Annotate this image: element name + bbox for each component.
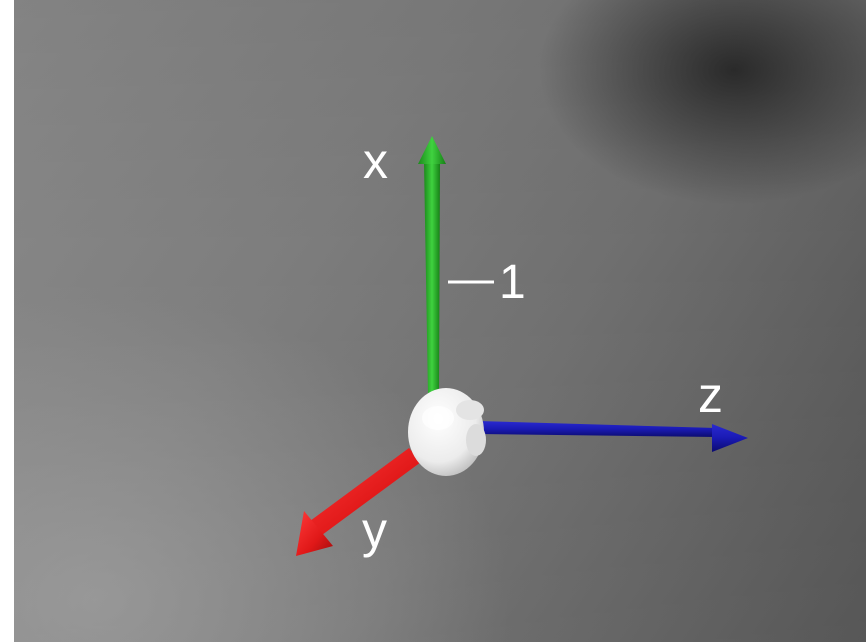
x-axis-shaft <box>424 162 440 395</box>
y-axis-arrowhead <box>296 511 333 556</box>
scene-lighting <box>14 0 866 642</box>
y-axis-arrow <box>296 448 421 556</box>
x-axis-arrowhead <box>418 136 446 164</box>
y-axis-shaft <box>310 448 421 535</box>
x-axis-label: x <box>363 133 388 189</box>
origin-marker <box>408 388 486 476</box>
z-axis-arrowhead <box>712 424 748 452</box>
z-axis-label: z <box>698 367 723 423</box>
3d-scene-background <box>14 0 866 642</box>
unit-tick-label: 1 <box>499 256 526 309</box>
z-axis-shaft <box>478 421 716 437</box>
unit-tick: 1 <box>448 256 526 309</box>
y-axis-label: y <box>362 502 387 558</box>
z-axis-arrow <box>478 421 748 452</box>
x-axis-arrow <box>418 136 446 395</box>
